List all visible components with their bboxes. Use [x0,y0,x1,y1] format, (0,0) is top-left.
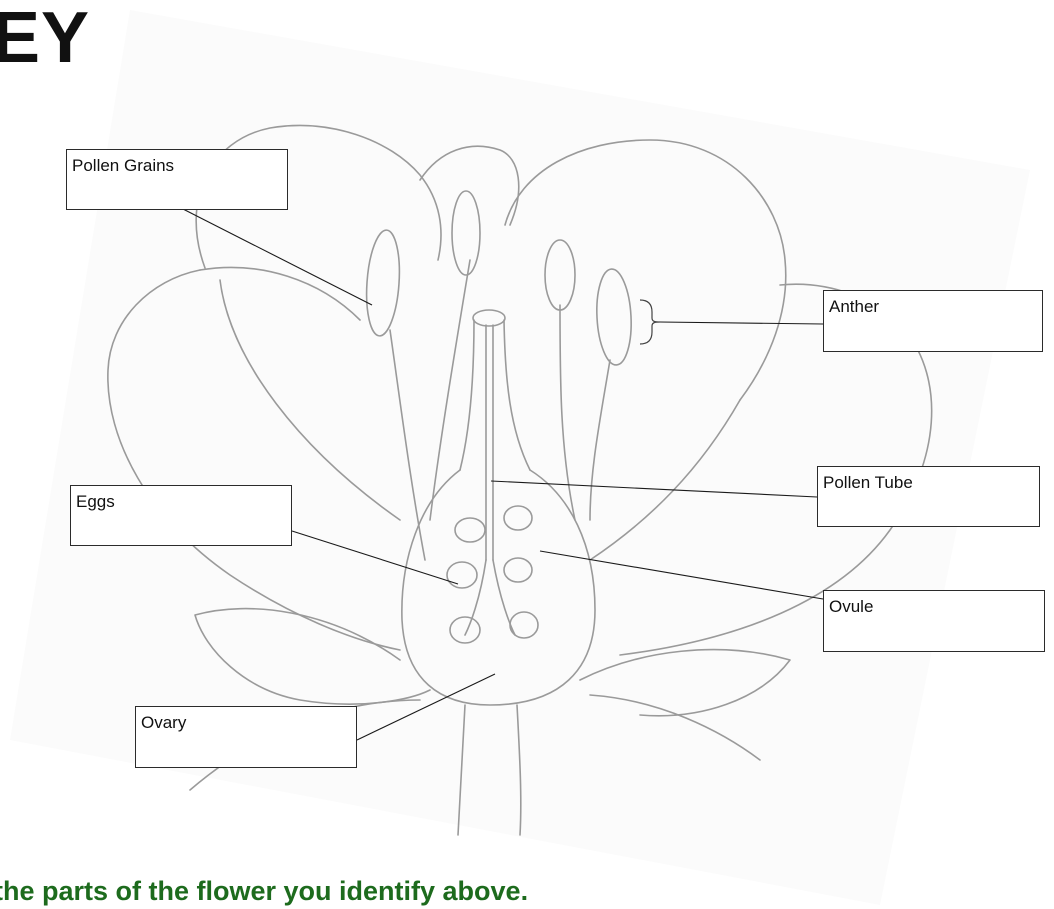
label-box-ovary: Ovary [135,706,357,768]
label-pollen-tube: Pollen Tube [823,473,913,492]
label-eggs: Eggs [76,492,115,511]
label-box-anther: Anther [823,290,1043,352]
label-box-eggs: Eggs [70,485,292,546]
label-box-ovule: Ovule [823,590,1045,652]
label-anther: Anther [829,297,879,316]
label-box-pollen-grains: Pollen Grains [66,149,288,210]
label-box-pollen-tube: Pollen Tube [817,466,1040,527]
instruction-text: the parts of the flower you identify abo… [0,876,528,907]
label-pollen-grains: Pollen Grains [72,156,174,175]
label-ovary: Ovary [141,713,186,732]
label-ovule: Ovule [829,597,873,616]
